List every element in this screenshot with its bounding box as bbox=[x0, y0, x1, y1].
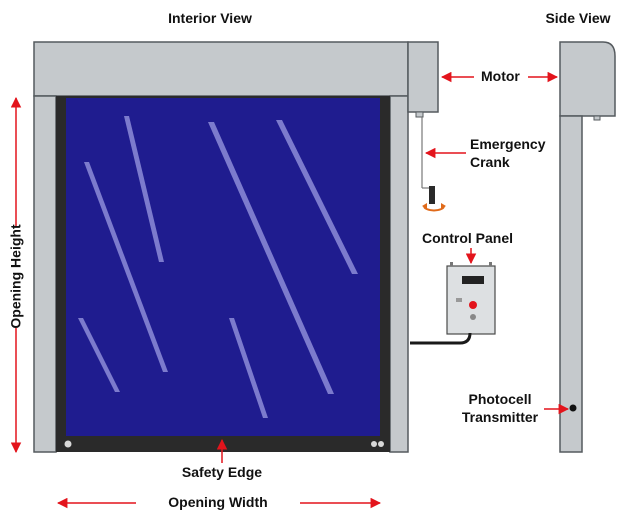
side-view-guide bbox=[559, 115, 583, 453]
photocell-label-line1: Photocell bbox=[468, 391, 532, 407]
photocell-label-line2: Transmitter bbox=[461, 409, 539, 425]
emergency-crank-label-line2: Crank bbox=[470, 154, 510, 170]
safety-edge-bar bbox=[56, 436, 390, 452]
crank-handle bbox=[429, 186, 435, 204]
bottom-bar-sensor-left-icon bbox=[64, 440, 72, 448]
interior-view-title: Interior View bbox=[168, 10, 252, 26]
left-side-guide bbox=[33, 95, 57, 453]
bottom-bar-sensor-right-icon bbox=[371, 441, 377, 447]
motor-box bbox=[407, 41, 439, 113]
curtain-reflections bbox=[78, 116, 358, 418]
control-panel-box bbox=[446, 262, 496, 335]
motor-label: Motor bbox=[481, 68, 520, 84]
right-side-guide bbox=[389, 95, 409, 453]
control-panel-label: Control Panel bbox=[422, 230, 514, 246]
opening-height-label: Opening Height bbox=[7, 224, 24, 329]
opening-width-label: Opening Width bbox=[168, 494, 268, 510]
door-header-housing bbox=[33, 41, 409, 97]
emergency-crank-label-line1: Emergency bbox=[470, 136, 546, 152]
side-view-housing bbox=[559, 41, 616, 117]
side-view-title: Side View bbox=[545, 10, 611, 26]
pointer-arrows bbox=[10, 71, 570, 509]
photocell-transmitter-icon bbox=[569, 404, 577, 412]
control-panel-cable bbox=[410, 332, 472, 345]
motor-bracket bbox=[415, 111, 424, 118]
safety-edge-label: Safety Edge bbox=[181, 464, 263, 480]
bottom-bar-sensor-right2-icon bbox=[378, 441, 384, 447]
